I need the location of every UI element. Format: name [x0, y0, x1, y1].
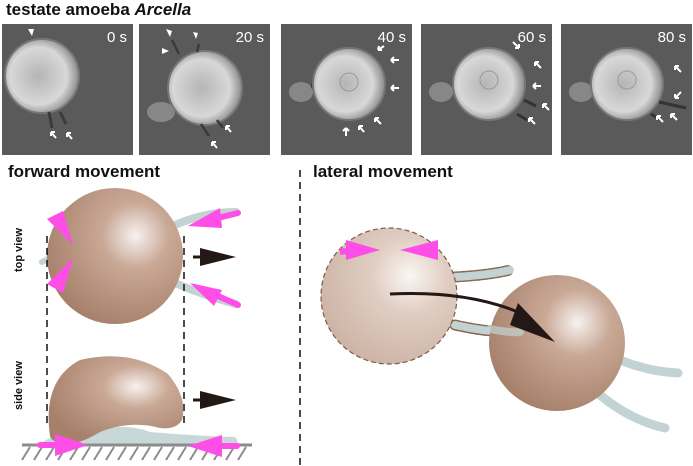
lateral-movement-title: lateral movement: [313, 162, 453, 181]
cell-micrograph: [147, 29, 243, 149]
force-arrowhead-icon: [47, 258, 73, 293]
arrow-icon: [50, 131, 57, 139]
pseudopod: [615, 355, 683, 378]
pseudopod: [595, 390, 670, 433]
cell-body-top-view: [47, 188, 183, 324]
forward-movement-title: forward movement: [8, 162, 161, 181]
force-arrow-icon: [190, 283, 241, 308]
arrow-icon: [674, 91, 682, 99]
arrow-icon: [225, 125, 232, 133]
arrow-icon: [377, 45, 385, 51]
arrowhead-icon: [162, 48, 169, 54]
arrow-icon: [342, 127, 350, 136]
time-label: 60 s: [517, 29, 546, 46]
arrow-icon: [374, 117, 382, 125]
cell-body-side-view: [48, 356, 184, 444]
arrow-icon: [656, 115, 664, 123]
arrow-icon: [674, 65, 682, 73]
cell-micrograph: [569, 47, 687, 123]
arrow-icon: [66, 132, 73, 140]
timelapse-panel-40s: 40 s: [281, 24, 412, 155]
movement-arrow-icon: [389, 291, 555, 342]
species-name: Arcella: [134, 0, 192, 19]
time-label: 40 s: [377, 29, 406, 46]
arrow-icon: [534, 61, 542, 69]
pseudopod-side: [40, 426, 238, 447]
force-arrowhead-icon: [47, 211, 73, 245]
arrow-icon: [211, 141, 218, 149]
timelapse-panel-60s: 60 s: [421, 24, 552, 155]
force-arrow-icon: [188, 208, 241, 228]
figure-title: testate amoeba Arcella: [6, 0, 192, 19]
arrowhead-icon: [28, 29, 34, 36]
force-arrow-icon: [37, 434, 88, 456]
cell-micrograph: [4, 29, 80, 140]
cell-micrograph: [429, 41, 550, 125]
timelapse-panel-80s: 80 s: [561, 24, 692, 155]
arrowhead-icon: [166, 29, 172, 37]
time-label: 80 s: [657, 29, 686, 46]
force-arrowhead-icon: [400, 240, 438, 260]
force-arrowhead-icon: [346, 240, 380, 260]
time-label: 0 s: [106, 29, 127, 46]
arrow-icon: [670, 113, 678, 121]
cell-body-lateral: [489, 275, 625, 411]
movement-arrow-icon: [193, 248, 236, 266]
time-label: 20 s: [235, 29, 264, 46]
timelapse-panel-20s: 20 s: [139, 24, 270, 155]
force-arrow-icon: [188, 435, 240, 457]
timelapse-panel-0s: 0 s: [2, 24, 133, 155]
arrow-icon: [542, 103, 550, 111]
arrow-icon: [358, 125, 365, 133]
arrow-icon: [512, 41, 520, 49]
arrowhead-icon: [193, 32, 198, 39]
movement-arrow-icon: [193, 391, 236, 409]
arrow-icon: [390, 56, 399, 64]
arrow-icon: [528, 117, 536, 125]
arrow-icon: [532, 82, 541, 90]
arrow-icon: [390, 84, 399, 92]
cell-micrograph: [289, 45, 399, 136]
